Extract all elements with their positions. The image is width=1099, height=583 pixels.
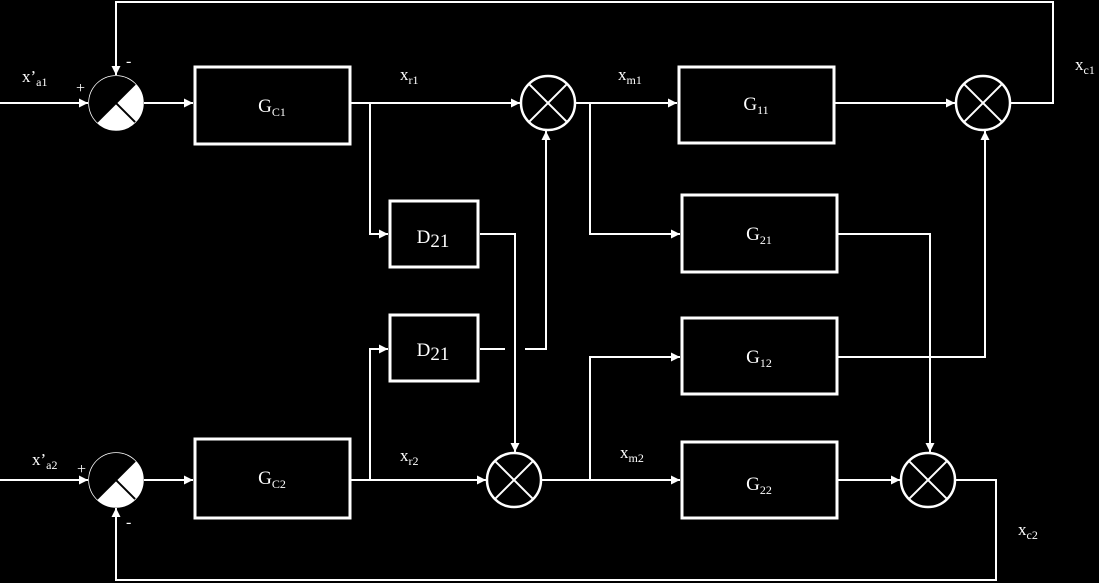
svg-text:D21: D21 (417, 340, 450, 365)
block-d21-bottom-main: D (417, 340, 431, 361)
block-g22-sub: 22 (760, 483, 772, 497)
block-g12-main: G (746, 347, 760, 368)
block-d21-bottom: D21 (388, 313, 480, 383)
signal-label-xa2: x’a2 (32, 450, 58, 472)
multiplier-junction-3 (954, 74, 1012, 132)
block-g11: G11 (677, 65, 836, 145)
multiplier-junction-4 (485, 451, 543, 509)
block-g21-main: G (746, 224, 760, 245)
block-d21-top: D21 (388, 199, 480, 269)
signal-label-xr1: xr1 (400, 65, 419, 87)
svg-text:G22: G22 (746, 474, 772, 497)
multiplier-junction-1 (519, 74, 577, 132)
line-g12-to-mult3 (837, 131, 990, 358)
block-d21-bottom-sub: 21 (430, 344, 449, 365)
line-xm2-to-g12 (589, 352, 680, 480)
line-d21-top-to-mult4 (480, 233, 520, 452)
block-gc2-sub: C2 (272, 477, 286, 491)
block-g21: G21 (680, 193, 839, 274)
line-d21-bottom-to-mult1-b (525, 131, 551, 350)
feedback-line-xc2 (111, 479, 997, 581)
block-g21-sub: 21 (760, 233, 772, 247)
svg-text:G11: G11 (743, 94, 768, 117)
block-gc1-main: G (258, 96, 272, 117)
sum1-plus-sign: + (76, 80, 85, 97)
block-g22-main: G (746, 474, 760, 495)
block-d21-top-sub: 21 (430, 231, 449, 252)
svg-text:G21: G21 (746, 224, 772, 247)
block-g11-main: G (743, 94, 757, 115)
summing-junction-1 (88, 75, 144, 131)
summing-junction-2 (88, 452, 144, 508)
block-g12-sub: 12 (760, 356, 772, 370)
block-gc2: GC2 (193, 437, 352, 520)
line-xr2-to-d21-bottom (369, 344, 388, 480)
svg-text:GC2: GC2 (258, 468, 286, 491)
multiplier-junction-2 (899, 451, 957, 509)
signal-label-xc1: xc1 (1075, 55, 1095, 77)
signal-label-xm1: xm1 (618, 65, 642, 87)
svg-text:D21: D21 (417, 227, 450, 252)
block-gc1-sub: C1 (272, 105, 286, 119)
line-xr1-to-d21-top (369, 103, 388, 239)
block-d21-top-main: D (417, 227, 431, 248)
sum2-plus-sign: + (77, 461, 86, 478)
connections (0, 1, 1054, 581)
feedback-line-xc1 (111, 1, 1054, 104)
signal-label-xm2: xm2 (620, 443, 644, 465)
signal-label-xr2: xr2 (400, 446, 419, 468)
signal-label-xa1: x’a1 (22, 67, 48, 89)
block-g11-sub: 11 (757, 103, 769, 117)
block-gc1: GC1 (193, 65, 352, 146)
svg-text:G12: G12 (746, 347, 772, 370)
signal-label-xc2: xc2 (1018, 520, 1038, 542)
sum2-minus-sign: - (126, 514, 131, 531)
sum1-minus-sign: - (126, 53, 131, 70)
block-g12: G12 (680, 316, 839, 396)
svg-text:GC1: GC1 (258, 96, 286, 119)
block-g22: G22 (680, 440, 839, 520)
block-gc2-main: G (258, 468, 272, 489)
line-xm1-to-g21 (589, 103, 680, 239)
line-g21-to-mult2 (837, 233, 935, 452)
